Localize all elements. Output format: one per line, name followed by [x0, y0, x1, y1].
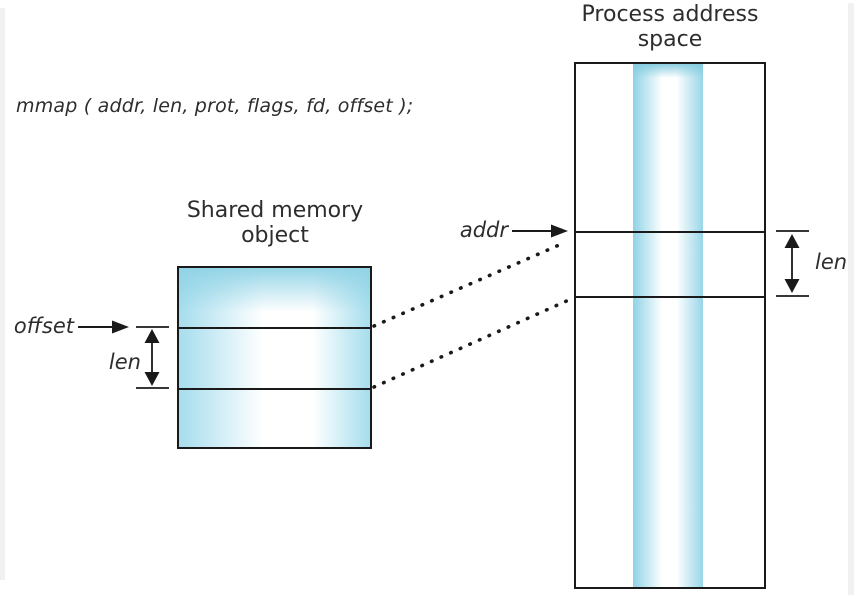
mmap-call-text: mmap ( addr, len, prot, flags, fd, offse… [16, 95, 414, 117]
shared-memory-title: Shared memory object [186, 198, 364, 248]
page-edge-left [0, 8, 5, 580]
mapping-dotted-line-upper [372, 240, 568, 328]
page-edge-right [848, 3, 854, 595]
addr-label: addr [459, 218, 508, 242]
process-len-ticks [776, 230, 809, 297]
process-addr-line [576, 231, 764, 233]
shared-memory-offset-line [179, 327, 370, 329]
len-label-shared: len [108, 350, 141, 374]
shared-len-double-arrow [144, 329, 160, 386]
addr-arrow [512, 224, 568, 238]
offset-label: offset [13, 314, 74, 338]
shared-memory-len-end-line [179, 388, 370, 390]
process-memory-stripe [633, 64, 703, 587]
process-address-space-title: Process address space [581, 2, 759, 52]
shared-memory-box [177, 266, 372, 449]
mapping-dotted-line-lower [372, 297, 573, 389]
process-len-double-arrow [784, 234, 800, 293]
len-label-process: len [815, 250, 848, 274]
process-len-end-line [576, 296, 764, 298]
offset-arrow [78, 320, 129, 334]
process-address-space-box [574, 62, 766, 589]
